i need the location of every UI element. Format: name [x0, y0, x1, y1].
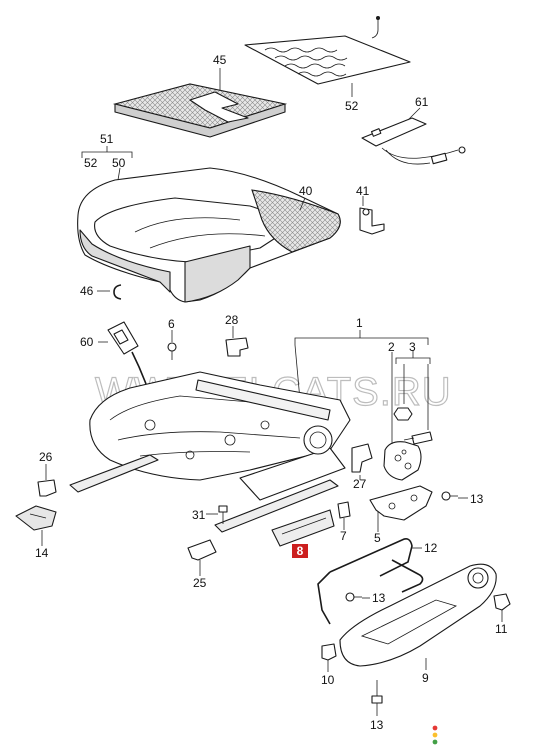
label-11: 11 — [495, 622, 508, 636]
status-dot-yellow — [432, 732, 438, 738]
label-12: 12 — [424, 541, 438, 555]
part-45-cushion-pad[interactable] — [112, 83, 288, 138]
part-10-clip[interactable] — [321, 643, 337, 661]
label-50: 50 — [112, 156, 126, 170]
part-52-heating-mat[interactable] — [244, 16, 411, 85]
label-46: 46 — [80, 284, 94, 298]
label-7: 7 — [340, 529, 347, 543]
part-7-clip[interactable] — [337, 501, 351, 519]
label-26: 26 — [39, 450, 53, 464]
label-45: 45 — [213, 53, 227, 67]
part-41-clip[interactable] — [359, 207, 385, 235]
part-8-highlight-badge[interactable]: 8 — [292, 544, 308, 558]
part-61-heater-control[interactable] — [361, 117, 466, 165]
label-10: 10 — [321, 673, 335, 687]
label-2: 2 — [388, 340, 395, 354]
label-13-a: 13 — [470, 492, 484, 506]
part-13-screw-b[interactable] — [345, 592, 362, 602]
part-8-trim[interactable] — [271, 509, 335, 547]
label-61: 61 — [415, 95, 429, 109]
label-60: 60 — [80, 335, 94, 349]
part-31-screw[interactable] — [218, 505, 228, 524]
part-26-clip[interactable] — [37, 479, 57, 497]
part-28-bracket[interactable] — [225, 337, 249, 357]
label-6: 6 — [168, 317, 175, 331]
label-27: 27 — [353, 477, 367, 491]
part-1-seat-frame[interactable] — [69, 371, 351, 533]
label-41: 41 — [356, 184, 370, 198]
part-11-clip[interactable] — [493, 593, 511, 611]
part-3-bolt[interactable] — [403, 431, 433, 445]
label-25: 25 — [193, 576, 207, 590]
label-9: 9 — [422, 671, 429, 685]
part-40-cover-side[interactable] — [251, 189, 341, 253]
label-52-top: 52 — [345, 99, 359, 113]
status-dot-red — [432, 725, 438, 731]
part-13-screw-a[interactable] — [441, 491, 458, 501]
part-5-bracket[interactable] — [369, 485, 433, 521]
label-3: 3 — [409, 340, 416, 354]
part-14-foot-cover[interactable] — [15, 505, 57, 531]
part-46-hook[interactable] — [113, 284, 122, 300]
label-13-c: 13 — [370, 718, 384, 732]
label-28: 28 — [225, 313, 239, 327]
part-2-recliner-cover[interactable] — [383, 441, 422, 481]
label-31: 31 — [192, 508, 206, 522]
part-9-side-trim[interactable] — [339, 563, 497, 667]
status-indicator — [432, 725, 438, 745]
label-1: 1 — [356, 316, 363, 330]
label-51: 51 — [100, 132, 114, 146]
part-13-screw-c[interactable] — [371, 680, 383, 704]
part-6-screw[interactable] — [167, 342, 177, 360]
label-40: 40 — [299, 184, 313, 198]
label-52-group: 52 — [84, 156, 98, 170]
label-13-b: 13 — [372, 591, 386, 605]
label-14: 14 — [35, 546, 49, 560]
svg-text:8: 8 — [297, 544, 304, 558]
part-27-clip[interactable] — [351, 443, 373, 473]
part-12-wire-frame[interactable] — [317, 538, 424, 625]
part-3-nut[interactable] — [393, 407, 413, 421]
part-25-clip[interactable] — [187, 539, 217, 561]
label-5: 5 — [374, 531, 381, 545]
status-dot-green — [432, 739, 438, 745]
part-60-belt-buckle[interactable] — [107, 321, 147, 385]
